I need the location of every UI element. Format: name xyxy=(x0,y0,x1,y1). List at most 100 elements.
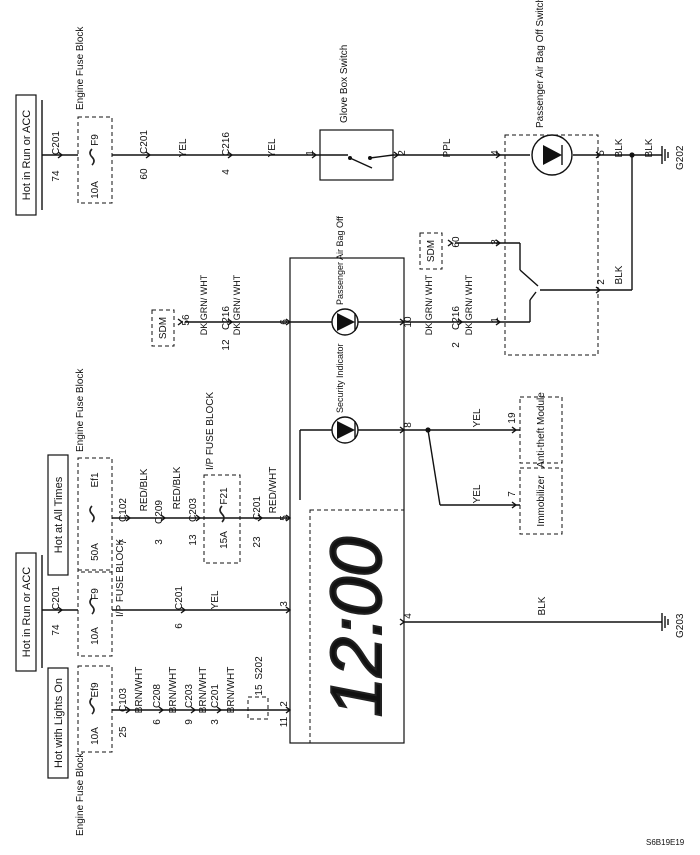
connector-chevron xyxy=(177,318,184,326)
pin-c216-4: 4 xyxy=(221,169,232,175)
fuse-f9-bottom-symbol xyxy=(89,597,95,615)
connector-chevron xyxy=(57,606,64,614)
wire-brn-2: BRN/WHT xyxy=(168,667,179,714)
cluster-pin-10: 10 xyxy=(403,316,414,328)
passenger-airbag-off-switch xyxy=(504,134,599,356)
immobilizer-label: Immobilizer xyxy=(536,475,547,527)
wire-blk-g202: BLK xyxy=(644,138,655,157)
conn-c216-top: C216 xyxy=(221,132,232,156)
cluster-pin-2: 2 xyxy=(279,701,290,707)
splice-s202 xyxy=(247,696,269,720)
connector-chevron xyxy=(495,151,502,159)
splice-s202-label: S202 xyxy=(254,656,265,680)
pab-indicator-lamp-icon xyxy=(331,308,359,336)
anti-theft-module-box xyxy=(519,396,563,464)
glove-box-switch-label: Glove Box Switch xyxy=(339,45,350,123)
fuse-ef9-amp: 10A xyxy=(90,727,101,745)
fuse-ef9-symbol xyxy=(89,697,95,715)
cluster-pin-5: 5 xyxy=(279,515,290,521)
clock-display-digits: 12:00 xyxy=(316,536,398,718)
pin-c102-7: 7 xyxy=(118,539,129,545)
connector-chevron xyxy=(595,151,602,159)
connector-chevron xyxy=(227,318,234,326)
fuse-f9-top-name: F9 xyxy=(90,134,101,146)
glove-pin-1: 1 xyxy=(305,150,316,156)
ip-fuse-block-right-label: I/P FUSE BLOCK xyxy=(205,391,216,470)
wire-brn-4: BRN/WHT xyxy=(226,667,237,714)
sdm-top-box xyxy=(419,232,443,270)
pin-c103-25: 25 xyxy=(118,726,129,738)
clock-display-frame xyxy=(309,509,405,744)
cluster-pin-6: 6 xyxy=(279,319,290,325)
pab-pin-1: 1 xyxy=(490,317,501,323)
pin-c209-3: 3 xyxy=(154,539,165,545)
fuse-f9-top-amp: 10A xyxy=(90,181,101,199)
fuse-block-ef1 xyxy=(77,457,113,573)
pin-c216-12: 12 xyxy=(221,339,232,351)
power-box-all-times xyxy=(47,454,69,576)
power-box-run-acc-top xyxy=(15,94,37,216)
sdm-left-label: SDM xyxy=(158,317,169,339)
cluster-pin-3: 3 xyxy=(279,601,290,607)
power-box-lights-on-label: Hot with Lights On xyxy=(53,678,65,768)
conn-c216-right: C216 xyxy=(451,306,462,330)
wire-yel-2: YEL xyxy=(267,138,278,157)
fuse-f21-amp: 15A xyxy=(219,531,230,549)
connector-chevron xyxy=(180,606,187,614)
wire-redblk-2: RED/BLK xyxy=(172,466,183,509)
connector-chevron xyxy=(125,706,132,714)
wire-dkgrn-1: DK GRN/ WHT xyxy=(199,274,209,335)
wire-yel-19: YEL xyxy=(472,408,483,427)
wire-dkgrn-2: DK GRN/ WHT xyxy=(232,274,242,335)
figure-code: S6B19E19 xyxy=(646,838,685,847)
fuse-block-f21 xyxy=(203,474,241,564)
glove-pin-2: 2 xyxy=(397,150,408,156)
connector-chevron xyxy=(227,151,234,159)
connector-chevron xyxy=(311,151,318,159)
fuse-block-f9-bottom xyxy=(77,569,113,657)
conn-c203: C203 xyxy=(188,498,199,522)
conn-c216-left: C216 xyxy=(221,306,232,330)
immobilizer-box xyxy=(519,467,563,535)
engine-fuse-block-bottom-label: Engine Fuse Block xyxy=(75,752,86,836)
pab-pin-2: 2 xyxy=(596,279,607,285)
conn-c208: C208 xyxy=(152,684,163,708)
connector-chevron xyxy=(145,151,152,159)
conn-c203-b: C203 xyxy=(184,684,195,708)
fuse-block-top xyxy=(77,116,113,204)
pin-c201-3: 3 xyxy=(210,719,221,725)
pab-pin-3: 3 xyxy=(490,239,501,245)
clock-display-text: 12:00 xyxy=(317,537,397,717)
sdm-left-box xyxy=(151,309,175,347)
sdm-top-label: SDM xyxy=(426,240,437,262)
pin-s202-15: 15 xyxy=(254,684,265,696)
pin-74-top: 74 xyxy=(51,170,62,182)
connector-chevron xyxy=(595,286,602,294)
instrument-cluster xyxy=(289,257,405,744)
pin-c201-23: 23 xyxy=(252,536,263,548)
conn-c201-top: C201 xyxy=(51,131,62,155)
connector-chevron xyxy=(511,426,518,434)
sdm-pin-60: 60 xyxy=(451,236,462,248)
connector-chevron xyxy=(216,706,223,714)
wire-blk-4: BLK xyxy=(537,596,548,615)
cluster-pin-4: 4 xyxy=(403,613,414,619)
connector-chevron xyxy=(257,514,264,522)
fuse-ef1-name: Ef1 xyxy=(90,472,101,487)
power-box-lights-on xyxy=(47,667,69,779)
connector-chevron xyxy=(447,239,454,247)
pin-60: 60 xyxy=(139,168,150,180)
ip-fuse-block-left-label: I/P FUSE BLOCK xyxy=(115,538,126,617)
wire-yel-1: YEL xyxy=(178,138,189,157)
pin-c208-6: 6 xyxy=(152,719,163,725)
connector-chevron xyxy=(495,239,502,247)
cluster-pin-8: 8 xyxy=(403,422,414,428)
wire-redblk-1: RED/BLK xyxy=(139,468,150,511)
pin-c216-2: 2 xyxy=(451,342,462,348)
connector-chevron xyxy=(495,318,502,326)
wire-yel-bottom: YEL xyxy=(210,590,221,609)
power-box-run-acc-top-label: Hot in Run or ACC xyxy=(21,110,33,201)
security-indicator-label: Security Indicator xyxy=(335,343,345,413)
fuse-f21-symbol xyxy=(219,505,225,523)
sdm-pin-56: 56 xyxy=(181,314,192,326)
